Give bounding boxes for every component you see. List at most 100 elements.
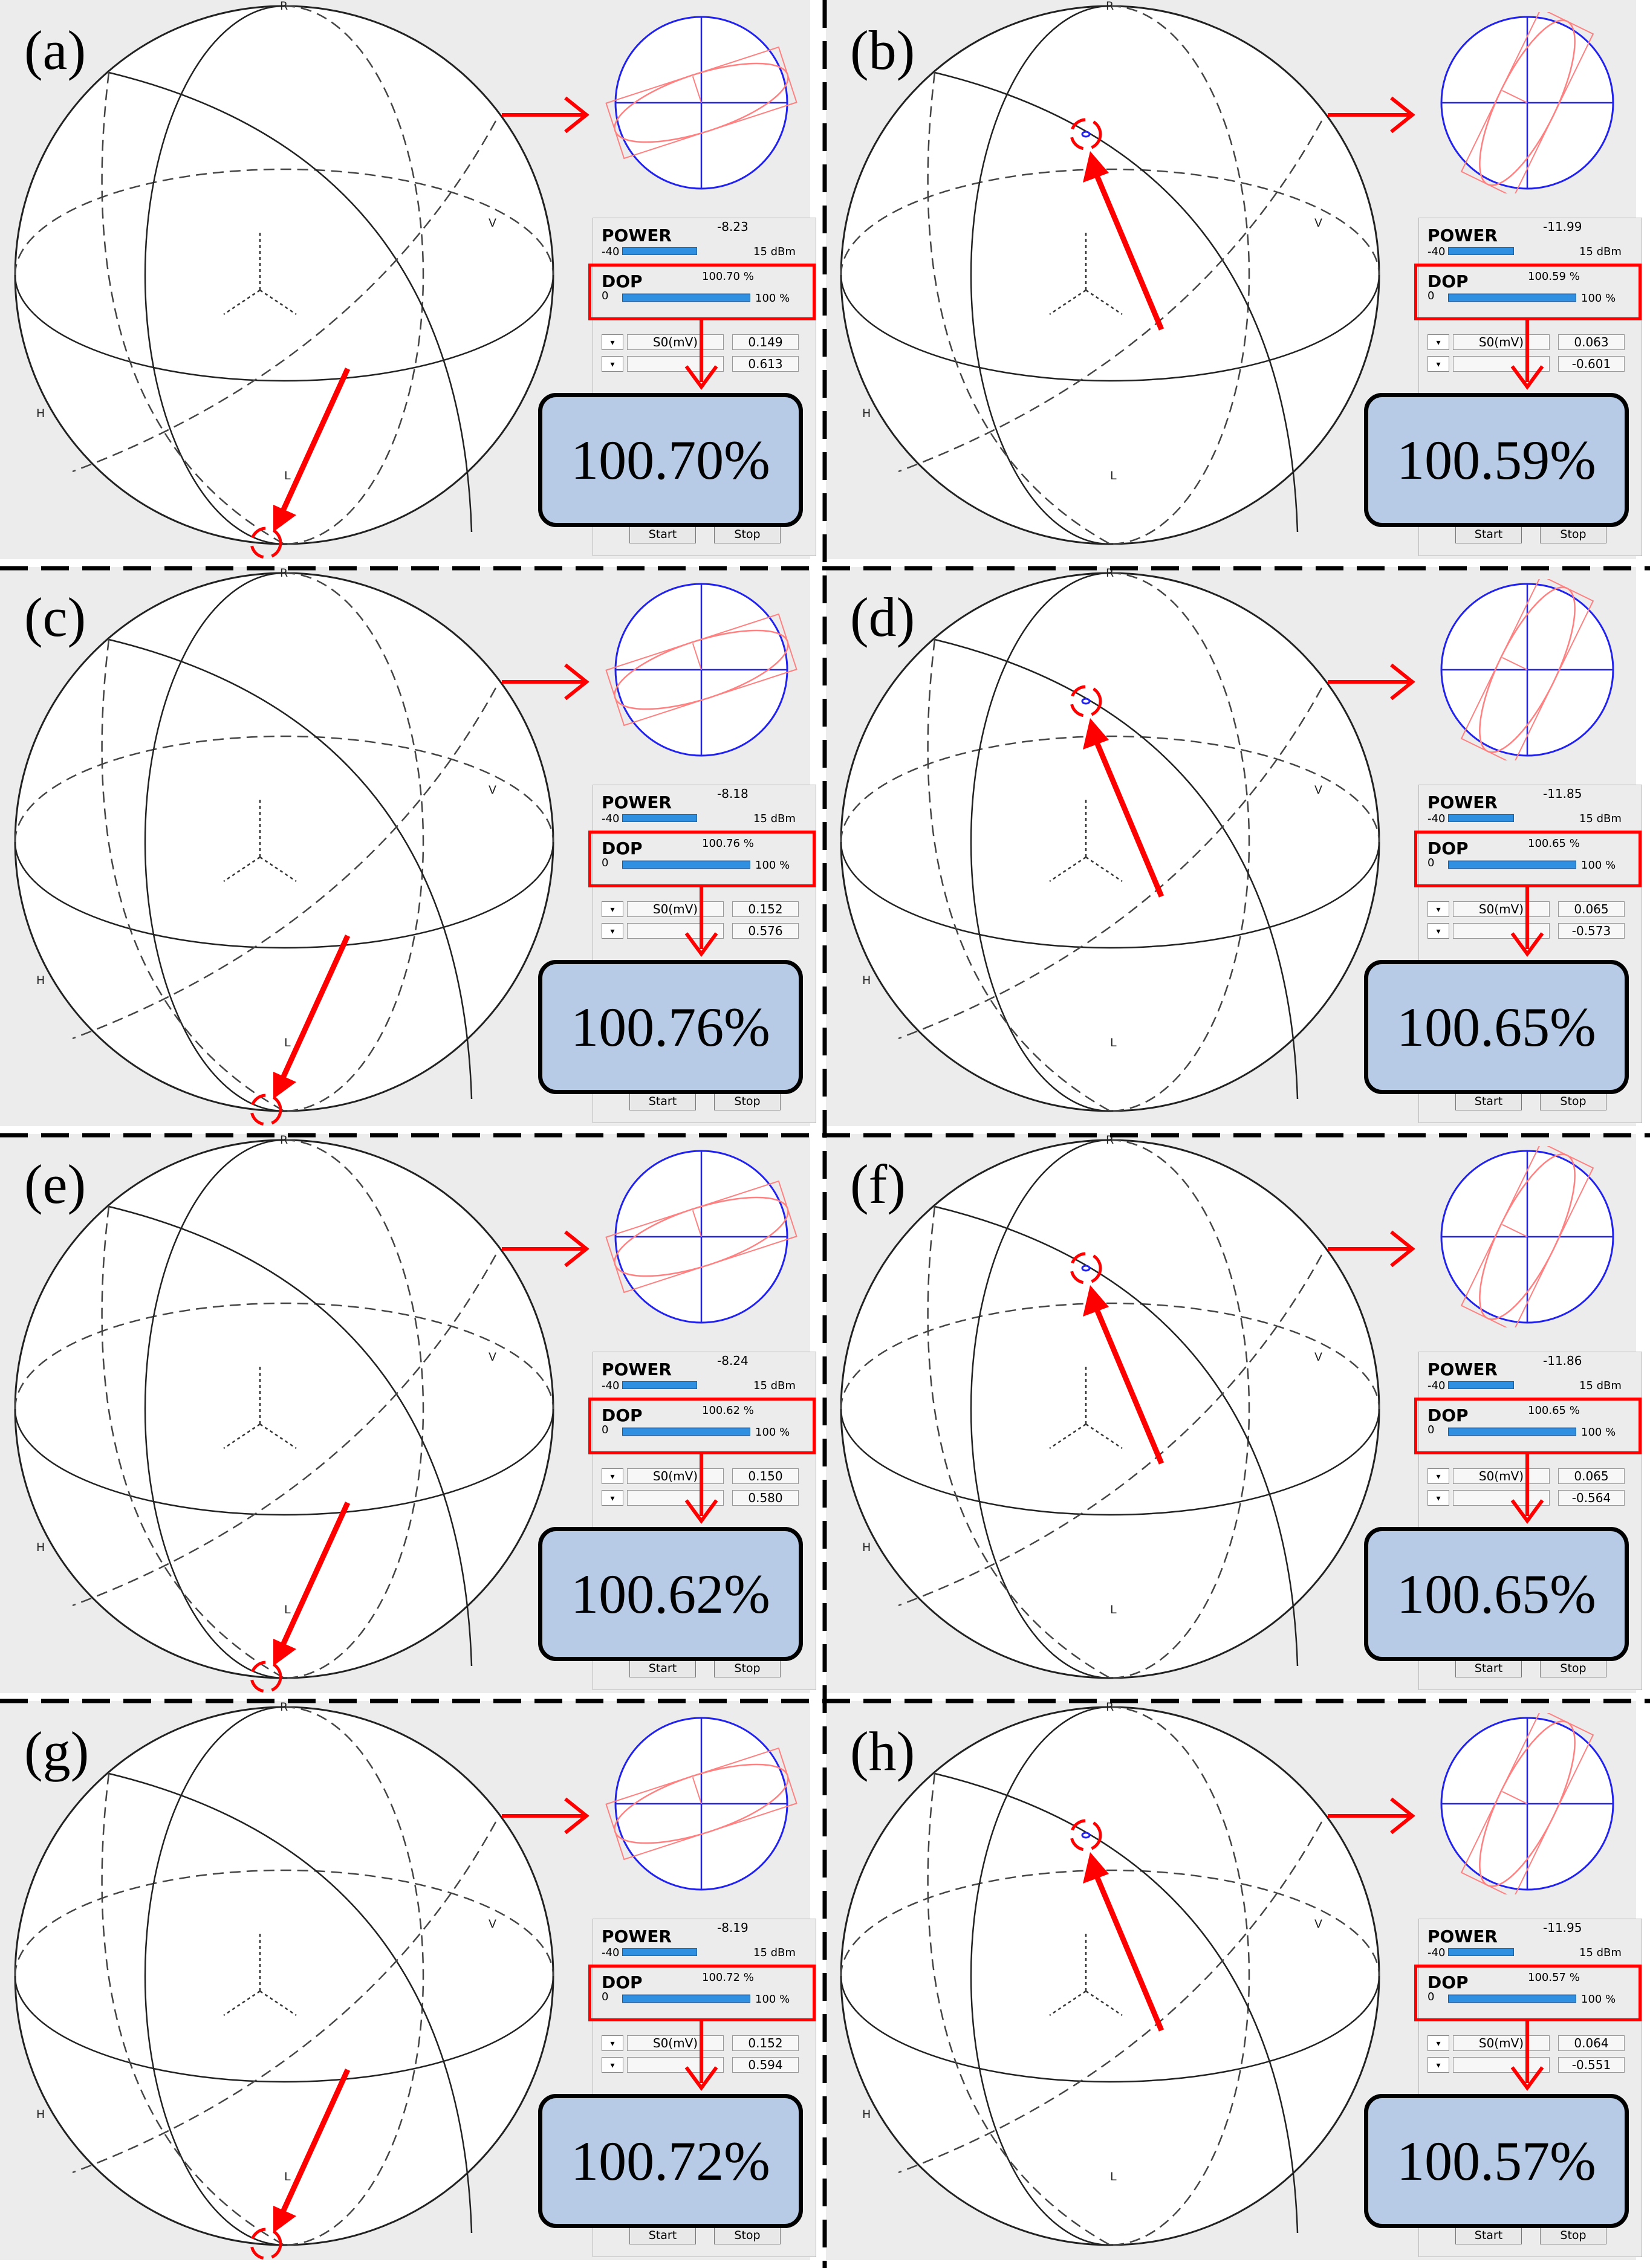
center-axes — [223, 1367, 297, 1450]
power-title: POWER — [1428, 1359, 1498, 1379]
dop-title: DOP — [602, 1405, 643, 1425]
great-circle-back — [101, 1206, 285, 1679]
stop-button[interactable]: Stop — [1540, 525, 1606, 543]
s1-dropdown[interactable]: ▾ — [1428, 356, 1449, 372]
s1-value-field: -0.551 — [1558, 2057, 1625, 2073]
s0-value-field: 0.065 — [1558, 901, 1625, 917]
s0-dropdown[interactable]: ▾ — [1428, 334, 1449, 350]
dop-highlight-box — [588, 1965, 816, 2021]
start-button[interactable]: Start — [629, 525, 696, 543]
great-circle-2 — [72, 120, 497, 473]
s0-dropdown[interactable]: ▾ — [1428, 1468, 1449, 1484]
power-bar — [1448, 1948, 1514, 1956]
dop-value-callout: 100.72% — [538, 2094, 803, 2228]
dop-max: 100 % — [1581, 292, 1616, 305]
start-button[interactable]: Start — [1455, 2226, 1522, 2244]
panel-label: (d) — [850, 586, 915, 648]
s0-dropdown[interactable]: ▾ — [602, 1468, 623, 1484]
s0-dropdown[interactable]: ▾ — [602, 901, 623, 917]
dop-title: DOP — [602, 838, 643, 858]
equator-front — [840, 841, 1380, 949]
meridian-back — [1109, 1706, 1250, 2246]
dop-max: 100 % — [755, 1426, 790, 1439]
s0-value-field: 0.064 — [1558, 2035, 1625, 2051]
power-reading: -8.18 — [717, 786, 749, 801]
dop-max: 100 % — [755, 292, 790, 305]
pole-label-right: V — [489, 1350, 496, 1364]
s0-label-field: S0(mV) — [627, 2035, 724, 2051]
meridian-front — [144, 1706, 285, 2246]
start-button[interactable]: Start — [1455, 1092, 1522, 1110]
power-min: -40 — [602, 1946, 620, 1959]
s0-label-field: S0(mV) — [1453, 1468, 1550, 1484]
stop-button[interactable]: Stop — [1540, 1659, 1606, 1677]
power-reading: -8.24 — [717, 1353, 749, 1368]
great-circle-front — [108, 71, 473, 533]
polarization-ellipse — [1460, 1713, 1594, 1894]
polarization-ellipse — [1460, 1146, 1594, 1327]
s0-dropdown[interactable]: ▾ — [602, 334, 623, 350]
power-max: 15 dBm — [1579, 1946, 1622, 1959]
great-circle-front — [108, 1772, 473, 2234]
stop-button[interactable]: Stop — [714, 1659, 781, 1677]
pole-label-bottom: L — [1110, 469, 1117, 482]
s1-dropdown[interactable]: ▾ — [602, 1490, 623, 1506]
stop-button[interactable]: Stop — [714, 525, 781, 543]
stop-button[interactable]: Stop — [1540, 2226, 1606, 2244]
meridian-back — [284, 1706, 424, 2246]
s0-dropdown[interactable]: ▾ — [1428, 901, 1449, 917]
great-circle-back — [101, 1773, 285, 2246]
equator-back — [840, 168, 1380, 276]
power-max: 15 dBm — [1579, 1379, 1622, 1392]
meridian-back — [1109, 572, 1250, 1112]
power-bar — [1448, 814, 1514, 822]
s0-label-field: S0(mV) — [627, 901, 724, 917]
s1-dropdown[interactable]: ▾ — [1428, 2057, 1449, 2073]
center-axes — [223, 1934, 297, 2017]
s1-dropdown[interactable]: ▾ — [602, 2057, 623, 2073]
dop-min: 0 — [602, 1424, 609, 1436]
meridian-back — [1109, 1139, 1250, 1679]
dop-max: 100 % — [755, 859, 790, 872]
s1-dropdown[interactable]: ▾ — [602, 356, 623, 372]
pole-label-top: R — [280, 1134, 288, 1147]
equator-back — [840, 1869, 1380, 1977]
power-reading: -11.85 — [1543, 786, 1582, 801]
dop-bar — [622, 1428, 750, 1436]
panel-h: R V H L (h) POWER -11.95 -40 15 dBm DOP — [826, 1701, 1650, 2268]
pole-label-left: H — [36, 407, 45, 420]
dop-bar — [622, 861, 750, 869]
dop-value-callout: 100.70% — [538, 393, 803, 527]
meridian-front — [144, 1139, 285, 1679]
panel-label: (g) — [24, 1720, 89, 1782]
panel-g: R V H L (g) POWER -8.19 -40 15 dBm DOP — [0, 1701, 825, 2268]
s0-label-field: S0(mV) — [627, 1468, 724, 1484]
panel-label: (e) — [24, 1153, 86, 1215]
s1-dropdown[interactable]: ▾ — [602, 923, 623, 939]
dop-title: DOP — [1428, 271, 1469, 291]
s0-dropdown[interactable]: ▾ — [602, 2035, 623, 2051]
dop-reading: 100.76 % — [702, 837, 754, 850]
s1-dropdown[interactable]: ▾ — [1428, 923, 1449, 939]
great-circle-back — [101, 72, 285, 545]
power-reading: -8.19 — [717, 1920, 749, 1935]
dop-bar — [1448, 1428, 1576, 1436]
great-circle-2 — [72, 1254, 497, 1607]
dop-value-callout: 100.65% — [1364, 1527, 1629, 1661]
s0-dropdown[interactable]: ▾ — [1428, 2035, 1449, 2051]
pole-label-right: V — [489, 783, 496, 797]
s1-dropdown[interactable]: ▾ — [1428, 1490, 1449, 1506]
polarization-ellipse-display — [605, 583, 797, 757]
s1-value-field: -0.573 — [1558, 923, 1625, 939]
dop-value-callout: 100.59% — [1364, 393, 1629, 527]
dop-min: 0 — [602, 857, 609, 869]
start-button[interactable]: Start — [1455, 1659, 1522, 1677]
polarization-ellipse-display — [1440, 579, 1614, 760]
start-button[interactable]: Start — [1455, 525, 1522, 543]
stop-button[interactable]: Stop — [714, 1092, 781, 1110]
meridian-back — [284, 1139, 424, 1679]
polarization-ellipse-display — [605, 1150, 797, 1324]
great-circle-front — [934, 638, 1299, 1100]
s1-value-field: 0.576 — [732, 923, 799, 939]
dop-value-callout: 100.57% — [1364, 2094, 1629, 2228]
